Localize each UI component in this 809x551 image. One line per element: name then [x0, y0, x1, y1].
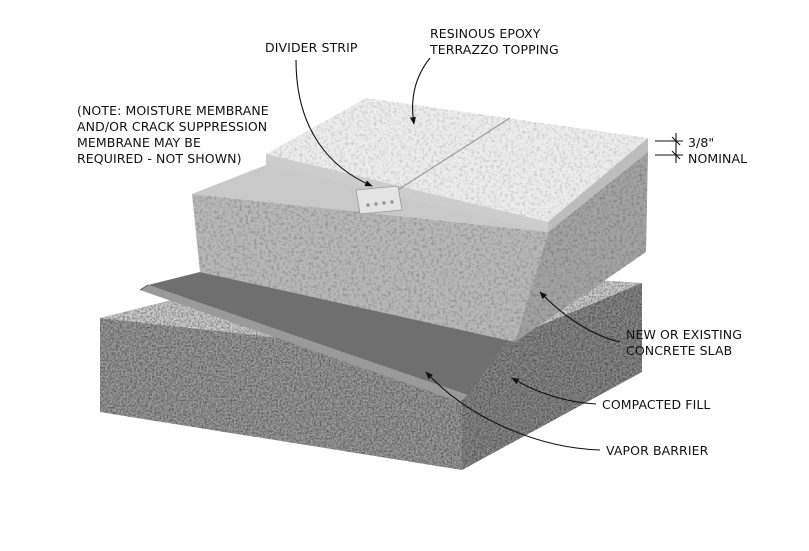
divider-strip-element [355, 185, 403, 215]
leader-compacted-fill [511, 377, 597, 405]
label-slab-line1: NEW OR EXISTING [626, 327, 742, 342]
leader-terrazzo [409, 57, 431, 125]
leader-concrete-slab [539, 291, 621, 343]
label-note-line2: AND/OR CRACK SUPPRESSION [77, 119, 267, 134]
label-vapor-barrier: VAPOR BARRIER [606, 443, 709, 458]
terrazzo-front-edge [266, 154, 548, 232]
label-slab-line2: CONCRETE SLAB [626, 343, 732, 358]
vapor-barrier-sheet [139, 272, 508, 402]
label-note-line1: (NOTE: MOISTURE MEMBRANE [77, 103, 269, 118]
label-terrazzo-line2: TERRAZZO TOPPING [429, 42, 559, 57]
divider-joint-line [389, 117, 511, 196]
leader-vapor-barrier [425, 371, 601, 451]
label-thickness-nominal: NOMINAL [688, 151, 747, 166]
label-terrazzo-line1: RESINOUS EPOXY [430, 26, 541, 41]
label-thickness-value: 3/8" [688, 135, 714, 150]
label-compacted-fill: COMPACTED FILL [602, 397, 711, 412]
label-note-line4: REQUIRED - NOT SHOWN) [77, 151, 242, 166]
leader-divider-strip [295, 59, 373, 187]
thickness-dimension [655, 133, 683, 163]
terrazzo-side-edge [548, 138, 648, 232]
label-note-line3: MEMBRANE MAY BE [77, 135, 201, 150]
label-divider-strip: DIVIDER STRIP [265, 40, 358, 55]
leader-lines [295, 57, 621, 451]
terrazzo-topping [266, 98, 648, 232]
